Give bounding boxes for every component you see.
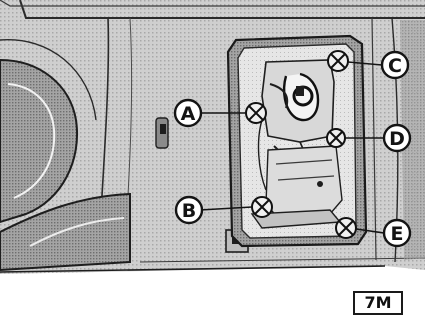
screw-c-icon (328, 51, 348, 71)
callout-b-label: B (182, 200, 196, 222)
callout-a-label: A (181, 103, 196, 125)
screw-e-icon (336, 218, 356, 238)
callout-b: B (176, 197, 202, 223)
screw-a-icon (246, 103, 266, 123)
callout-c: C (382, 52, 408, 78)
screw-d-icon (327, 129, 345, 147)
callout-a: A (175, 100, 201, 126)
callout-e-label: E (391, 223, 404, 245)
callout-c-label: C (388, 55, 402, 77)
callout-d-label: D (389, 128, 405, 150)
callout-d: D (384, 125, 410, 151)
reference-code-label: 7M (364, 293, 391, 312)
reference-code-box: 7M (353, 291, 403, 315)
screw-b-icon (252, 197, 272, 217)
callout-e: E (384, 220, 410, 246)
